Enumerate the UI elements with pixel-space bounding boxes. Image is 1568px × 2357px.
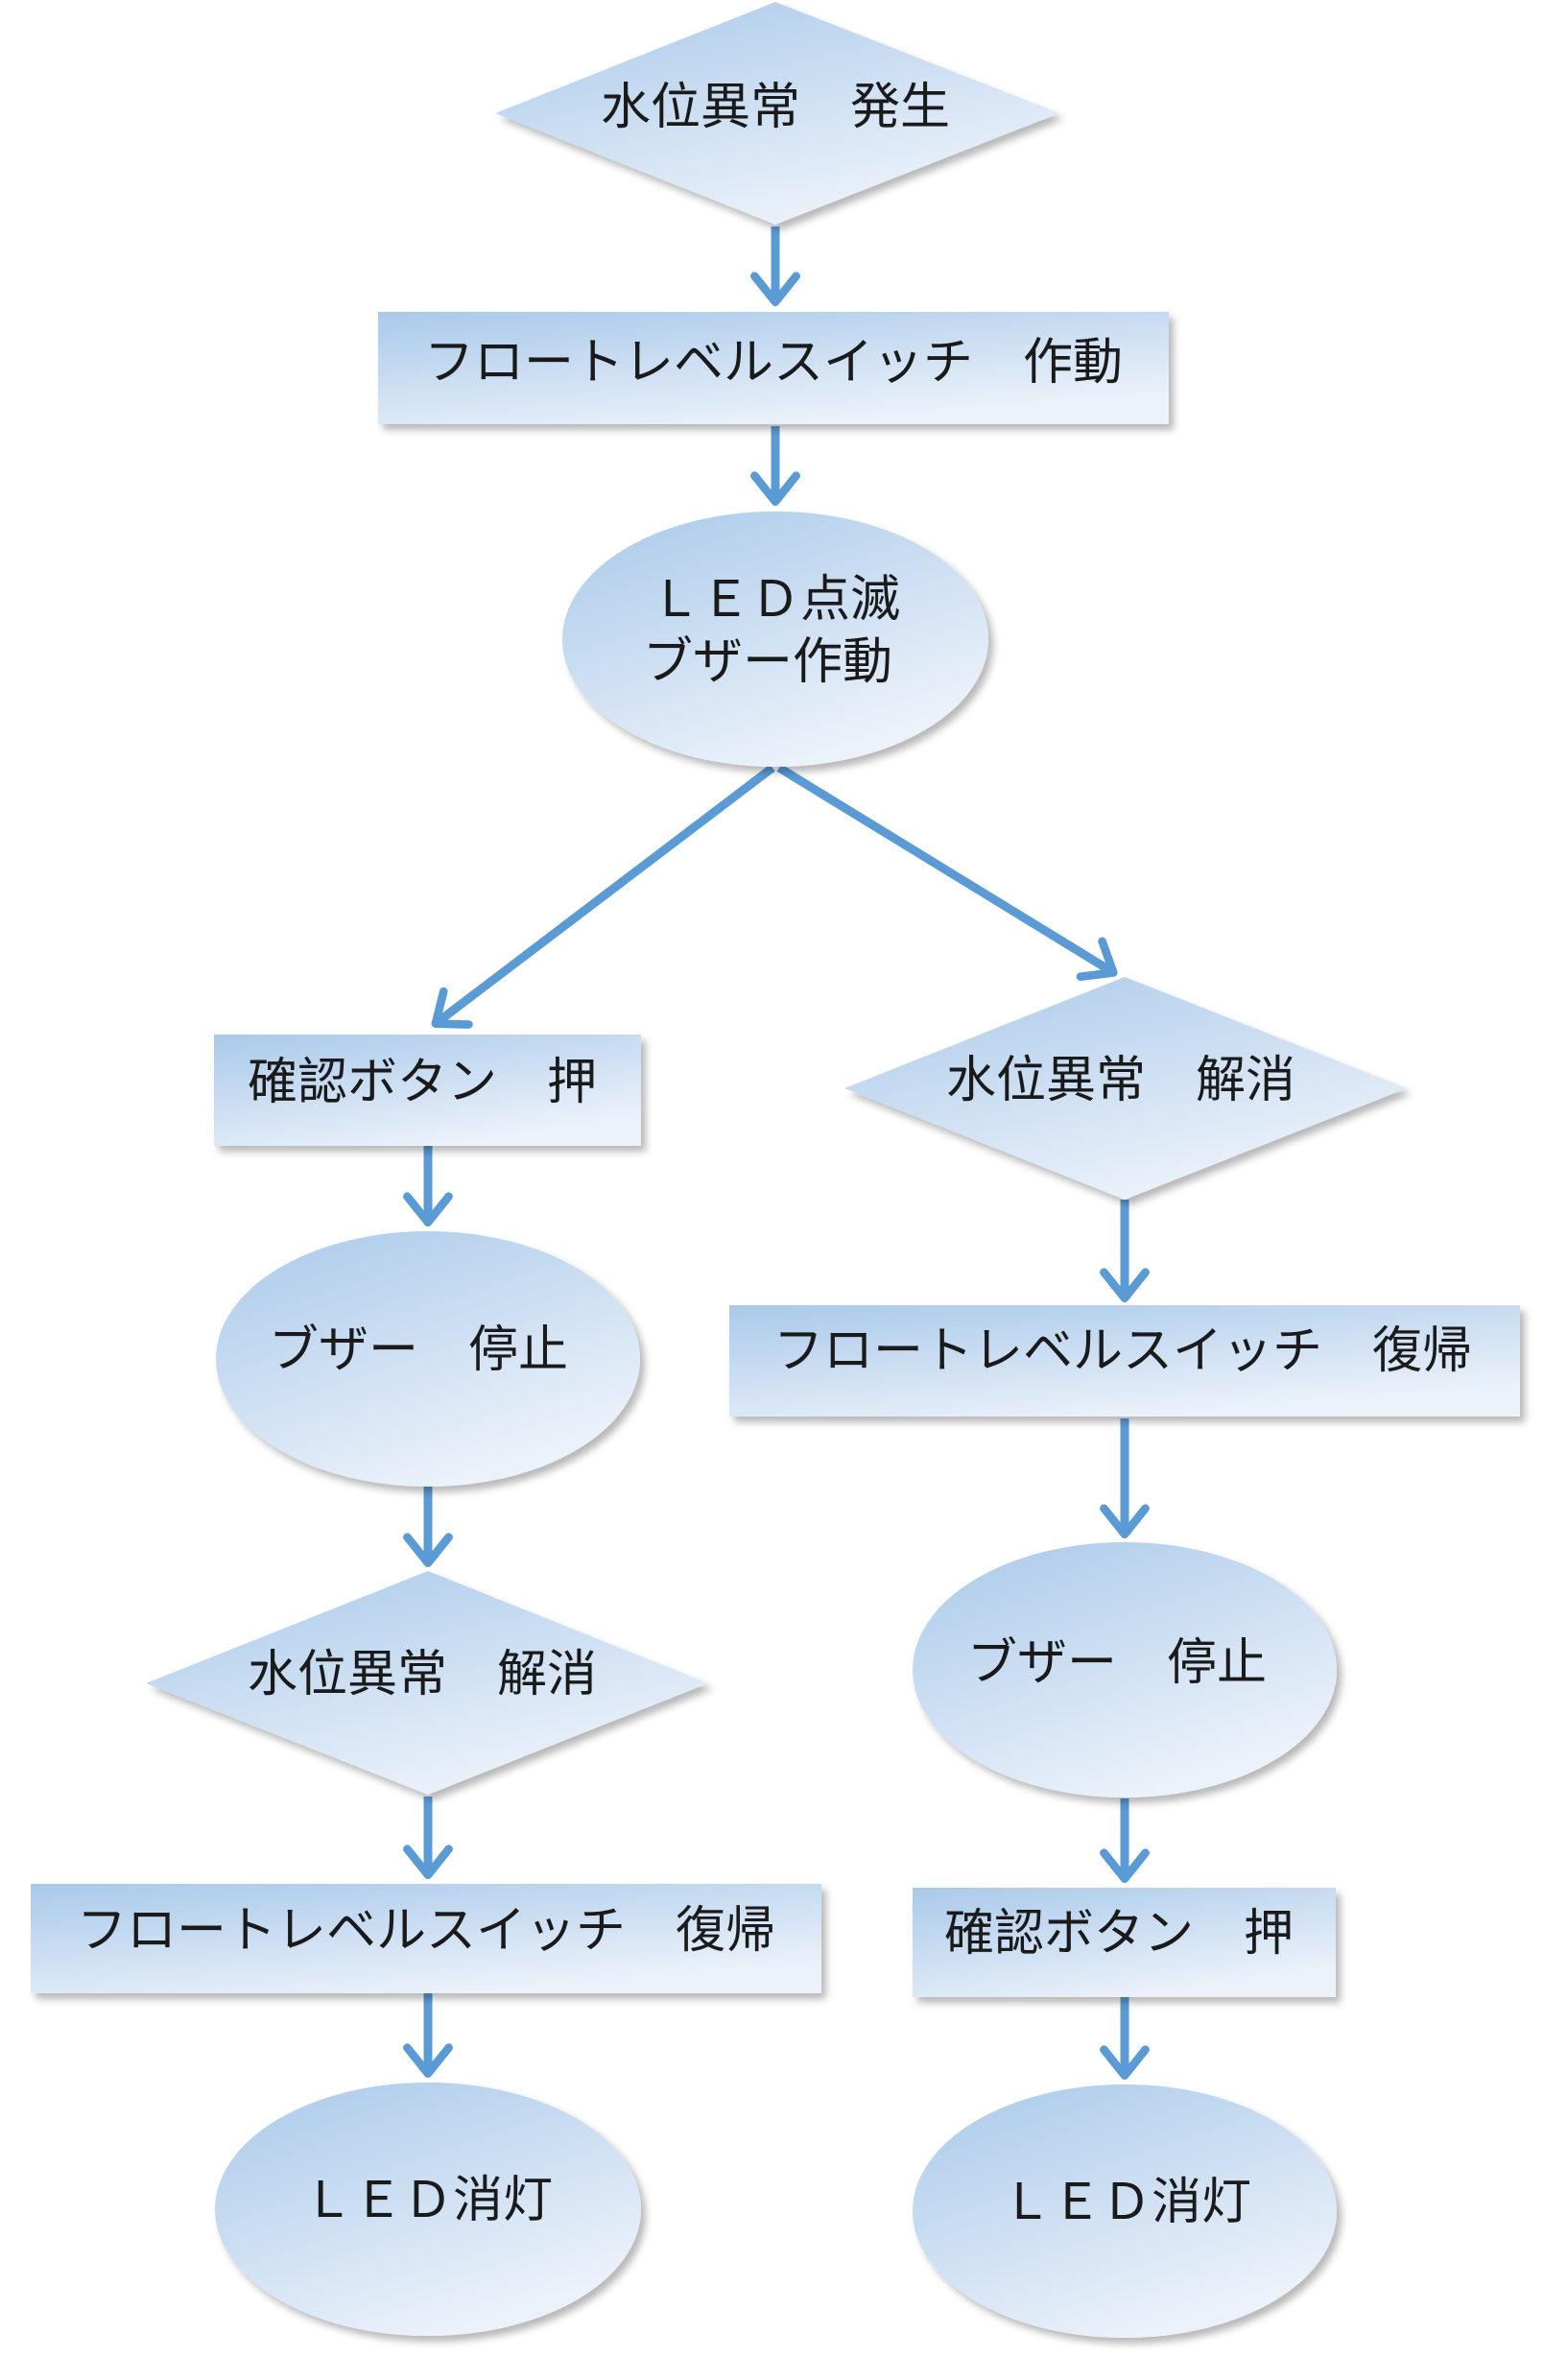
- right-float-reset-label: フロートレベルスイッチ 復帰: [773, 1322, 1472, 1380]
- left-confirm-label: 確認ボタン 押: [248, 1054, 597, 1111]
- left-float-reset-label: フロートレベルスイッチ 復帰: [77, 1902, 775, 1960]
- left-resolved-label: 水位異常 解消: [248, 1646, 597, 1703]
- left-led-off-label: ＬＥＤ消灯: [303, 2172, 553, 2229]
- left-resolved-diamond: [146, 1571, 708, 1795]
- right-buzzer-stop-ellipse: [913, 1542, 1337, 1798]
- float-on-box: [378, 312, 1169, 424]
- left-buzzer-stop-ellipse: [216, 1231, 640, 1487]
- connectors: [403, 226, 1150, 2081]
- shapes: [31, 2, 1520, 2338]
- right-float-reset-box: [729, 1305, 1520, 1417]
- right-resolved-label: 水位異常 解消: [946, 1052, 1295, 1109]
- left-led-off-ellipse: [215, 2083, 641, 2336]
- arrow-led-buzzer-to-left-confirm: [431, 764, 775, 1029]
- right-led-off-label: ＬＥＤ消灯: [1002, 2174, 1251, 2231]
- right-confirm-label: 確認ボタン 押: [944, 1905, 1294, 1963]
- right-resolved-diamond: [844, 977, 1407, 1200]
- led-buzzer-label-line1: ＬＥＤ点滅: [651, 571, 900, 629]
- float-on-label: フロートレベルスイッチ 作動: [424, 334, 1123, 392]
- right-led-off-ellipse: [913, 2084, 1337, 2338]
- start-label: 水位異常 発生: [601, 79, 950, 136]
- led-buzzer-label-line2: ブザー作動: [643, 633, 892, 691]
- start-diamond: [495, 2, 1059, 225]
- left-confirm-box: [214, 1035, 641, 1146]
- left-buzzer-stop-label: ブザー 停止: [269, 1321, 568, 1379]
- right-confirm-box: [913, 1888, 1336, 1997]
- labels: 水位異常 発生 フロートレベルスイッチ 作動 ＬＥＤ点滅 ブザー作動 確認ボタン…: [77, 79, 1472, 2231]
- led-buzzer-ellipse: [562, 512, 988, 767]
- arrow-led-buzzer-to-right-resolved: [776, 764, 1118, 982]
- right-buzzer-stop-label: ブザー 停止: [967, 1634, 1267, 1692]
- left-float-reset-box: [31, 1884, 821, 1993]
